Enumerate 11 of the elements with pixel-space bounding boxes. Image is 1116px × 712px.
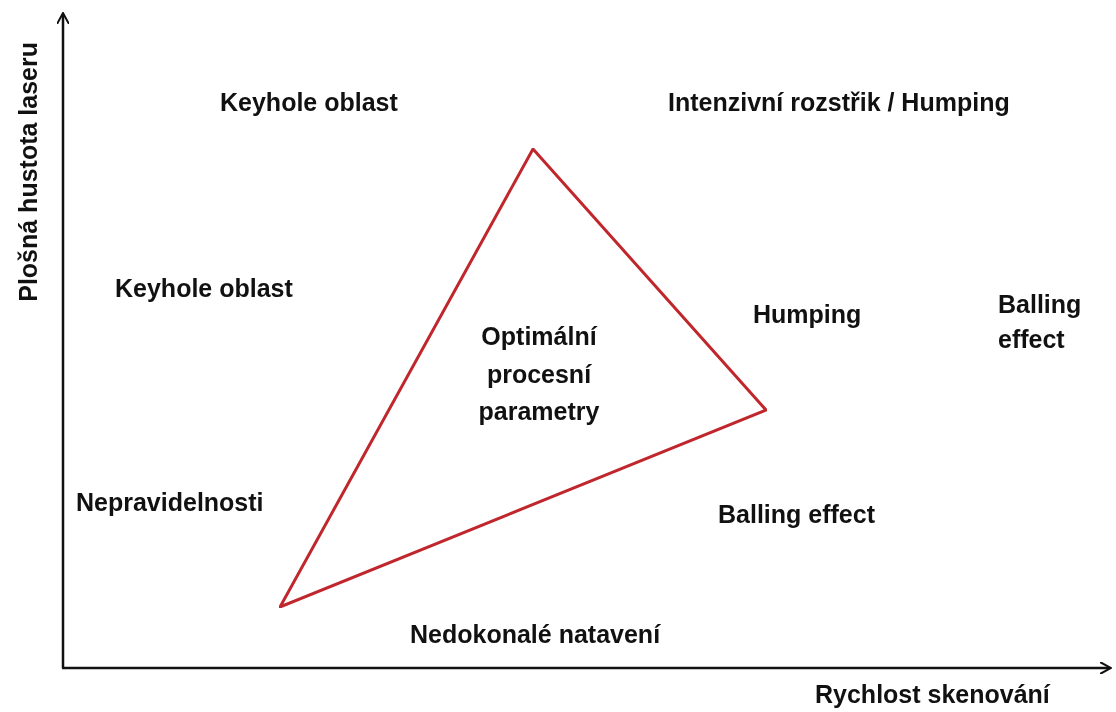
region-label: Keyhole oblast	[115, 274, 293, 303]
axis-title: Plošná hustota laseru	[14, 42, 43, 302]
region-label: Keyhole oblast	[220, 88, 398, 117]
region-label: Balling effect	[718, 500, 875, 529]
axis-title: Rychlost skenování	[815, 680, 1050, 709]
region-label: Nedokonalé natavení	[410, 620, 661, 649]
region-label: Balling effect	[998, 289, 1083, 355]
region-label: Optimální procesní parametry	[477, 321, 601, 427]
region-label: Nepravidelnosti	[76, 488, 264, 517]
region-label: Intenzivní rozstřik / Humping	[668, 88, 1010, 117]
region-label: Humping	[753, 300, 862, 329]
